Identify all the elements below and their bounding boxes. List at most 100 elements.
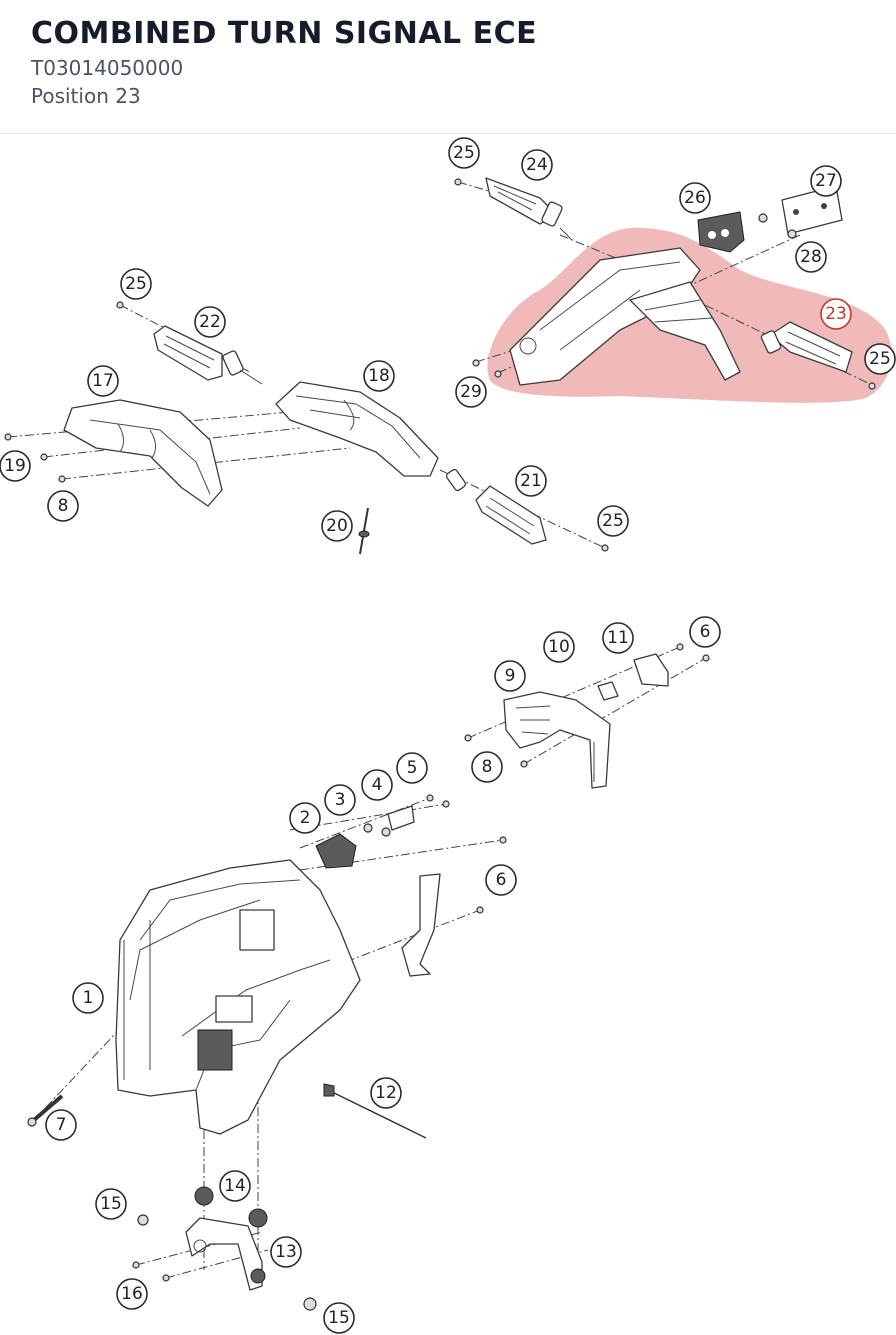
- washer-4-icon: [381, 827, 391, 837]
- bracket-13-icon: [185, 1217, 263, 1291]
- turn-signal-22-icon: [153, 325, 263, 385]
- plate-27-icon: [781, 185, 843, 235]
- callout-25-left[interactable]: 25: [120, 268, 152, 300]
- callout-19[interactable]: 19: [0, 450, 31, 482]
- svg-text:7: 7: [56, 1115, 67, 1135]
- callout-28[interactable]: 28: [795, 241, 827, 273]
- reflector-26-icon: [697, 211, 745, 253]
- callout-13[interactable]: 13: [270, 1236, 302, 1268]
- svg-text:29: 29: [460, 382, 482, 402]
- cable-tie-12-icon: [323, 1083, 427, 1139]
- screw-29-a-icon: [472, 359, 480, 367]
- callout-15-lower[interactable]: 15: [323, 1302, 355, 1334]
- license-holder-bracket-icon: [509, 247, 741, 386]
- screw-8-lower-icon: [520, 760, 528, 768]
- screw-25-lower-icon: [601, 544, 609, 552]
- screw-25-left-icon: [116, 301, 124, 309]
- screw-25-top-icon: [454, 178, 462, 186]
- callout-22[interactable]: 22: [194, 306, 226, 338]
- svg-text:27: 27: [815, 171, 837, 191]
- clip-10-icon: [597, 681, 619, 701]
- screw-6-a-icon: [676, 643, 684, 651]
- svg-text:10: 10: [548, 637, 570, 657]
- svg-text:15: 15: [100, 1194, 122, 1214]
- callout-20[interactable]: 20: [321, 510, 353, 542]
- screw-25-right-icon: [868, 382, 876, 390]
- callout-25-lower[interactable]: 25: [597, 505, 629, 537]
- svg-text:24: 24: [526, 155, 548, 175]
- callout-14[interactable]: 14: [219, 1170, 251, 1202]
- screw-19-a-icon: [4, 433, 12, 441]
- callout-10[interactable]: 10: [543, 631, 575, 663]
- callout-5[interactable]: 5: [396, 752, 428, 784]
- screw-8-upper-icon: [58, 475, 66, 483]
- cable-tie-20-icon: [358, 507, 370, 555]
- svg-text:6: 6: [496, 870, 507, 890]
- callout-16[interactable]: 16: [116, 1278, 148, 1310]
- callout-15-upper[interactable]: 15: [95, 1188, 127, 1220]
- callout-23[interactable]: 23: [820, 298, 852, 330]
- svg-text:20: 20: [326, 516, 348, 536]
- svg-text:13: 13: [275, 1242, 297, 1262]
- svg-text:19: 19: [4, 456, 26, 476]
- washer-28-icon: [787, 229, 797, 239]
- callout-1[interactable]: 1: [72, 982, 104, 1014]
- callout-6-lower[interactable]: 6: [485, 864, 517, 896]
- exploded-parts-diagram: 25 24 26 27 28 23 25 29 25 22 18 17 19 8…: [0, 135, 896, 1335]
- grommet-14b-icon: [248, 1208, 268, 1228]
- callout-4[interactable]: 4: [361, 769, 393, 801]
- callout-6-upper[interactable]: 6: [689, 616, 721, 648]
- callout-29[interactable]: 29: [455, 376, 487, 408]
- callout-25-top[interactable]: 25: [448, 137, 480, 169]
- svg-text:28: 28: [800, 247, 822, 267]
- svg-text:26: 26: [684, 188, 706, 208]
- svg-text:15: 15: [328, 1308, 350, 1328]
- callout-27[interactable]: 27: [810, 165, 842, 197]
- bracket-6-icon: [401, 873, 441, 977]
- diagram-canvas: 25 24 26 27 28 23 25 29 25 22 18 17 19 8…: [0, 137, 896, 1334]
- callout-3[interactable]: 3: [324, 784, 356, 816]
- callout-11[interactable]: 11: [602, 622, 634, 654]
- callout-8-upper[interactable]: 8: [47, 490, 79, 522]
- pin-15-lower-icon: [303, 1297, 317, 1311]
- svg-text:22: 22: [199, 312, 221, 332]
- bracket-18-icon: [275, 381, 439, 477]
- svg-text:8: 8: [58, 496, 69, 516]
- svg-text:14: 14: [224, 1176, 246, 1196]
- callout-2[interactable]: 2: [289, 802, 321, 834]
- svg-text:25: 25: [453, 143, 475, 163]
- callout-24[interactable]: 24: [521, 149, 553, 181]
- plate-4-icon: [387, 805, 415, 831]
- callout-8-lower[interactable]: 8: [471, 751, 503, 783]
- svg-text:1: 1: [83, 988, 94, 1008]
- svg-text:5: 5: [407, 758, 418, 778]
- part-header: COMBINED TURN SIGNAL ECE T03014050000 Po…: [0, 0, 896, 134]
- callout-9[interactable]: 9: [494, 660, 526, 692]
- screw-7-icon: [27, 1094, 64, 1127]
- screw-5-a-icon: [426, 794, 434, 802]
- screw-6-b-icon: [702, 654, 710, 662]
- svg-text:16: 16: [121, 1284, 143, 1304]
- screw-9-icon: [464, 734, 472, 742]
- callout-17[interactable]: 17: [87, 365, 119, 397]
- svg-text:12: 12: [375, 1083, 397, 1103]
- callout-12[interactable]: 12: [370, 1077, 402, 1109]
- part-number: T03014050000: [31, 56, 184, 80]
- svg-text:23: 23: [825, 304, 847, 324]
- svg-text:2: 2: [300, 808, 311, 828]
- turn-signal-24-icon: [485, 177, 573, 241]
- callout-25-right[interactable]: 25: [864, 343, 896, 375]
- callout-18[interactable]: 18: [363, 360, 395, 392]
- svg-text:25: 25: [125, 274, 147, 294]
- svg-text:21: 21: [520, 471, 542, 491]
- svg-text:3: 3: [335, 790, 346, 810]
- callout-26[interactable]: 26: [679, 182, 711, 214]
- screw-6-c-icon: [499, 836, 507, 844]
- svg-text:25: 25: [869, 349, 891, 369]
- turn-signal-21-icon: [445, 468, 547, 545]
- grommet-13-icon: [250, 1268, 266, 1284]
- callout-21[interactable]: 21: [515, 465, 547, 497]
- callout-7[interactable]: 7: [45, 1109, 77, 1141]
- turn-signal-23-icon: [760, 321, 853, 373]
- bracket-9-icon: [503, 691, 611, 789]
